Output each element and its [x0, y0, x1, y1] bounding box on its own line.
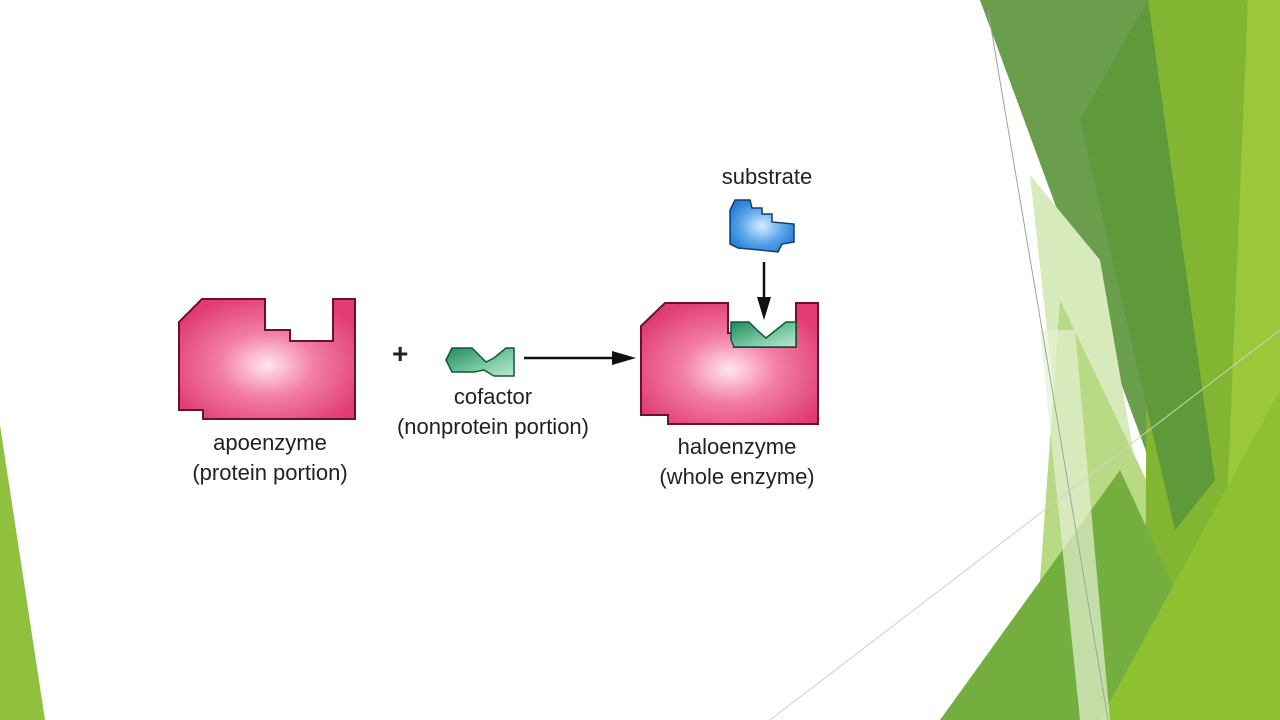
haloenzyme-name: haloenzyme	[677, 434, 797, 459]
apoenzyme-shape	[178, 298, 356, 420]
substrate-shape	[729, 199, 795, 253]
substrate-label: substrate	[721, 164, 813, 189]
cofactor-shape	[445, 347, 515, 377]
cofactor-label: cofactor (nonprotein portion)	[370, 382, 616, 442]
apoenzyme-label: apoenzyme (protein portion)	[170, 428, 370, 488]
bound-cofactor-shape	[730, 321, 797, 348]
substrate-arrow	[757, 262, 771, 320]
decor-thin-line-2	[769, 329, 1280, 720]
haloenzyme-shape	[640, 302, 819, 425]
decor-thin-line-1	[987, 9, 1109, 720]
cofactor-desc: (nonprotein portion)	[396, 414, 589, 439]
decor-right-shapes	[769, 0, 1280, 720]
haloenzyme-label: haloenzyme (whole enzyme)	[630, 432, 844, 492]
apoenzyme-desc: (protein portion)	[192, 460, 348, 485]
decor-left-triangle	[0, 425, 45, 720]
decor-bottom-right-green	[1100, 390, 1280, 720]
decor-deep-green-band	[1080, 0, 1215, 530]
plus-sign: +	[392, 338, 409, 369]
haloenzyme-desc: (whole enzyme)	[659, 464, 815, 489]
decor-bottom-green-triangle	[940, 470, 1180, 720]
reaction-arrow	[524, 351, 636, 365]
apoenzyme-name: apoenzyme	[213, 430, 327, 455]
cofactor-name: cofactor	[453, 384, 533, 409]
